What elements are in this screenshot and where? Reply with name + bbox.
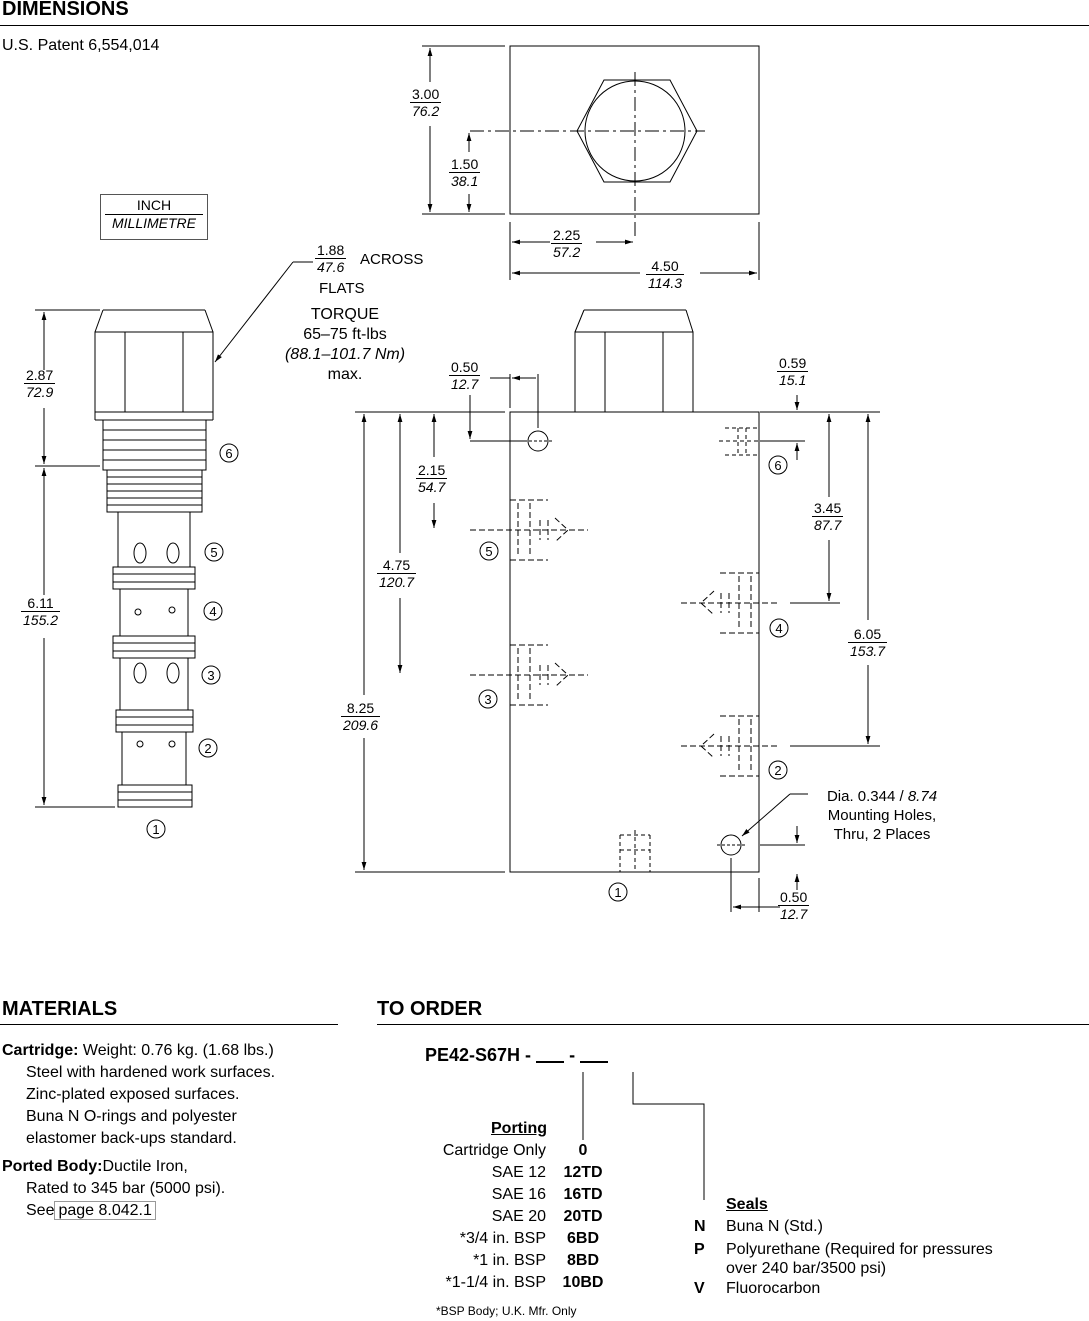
mounting-line3: Thru, 2 Places (833, 826, 931, 843)
body-port-5: 5 (485, 544, 492, 559)
cartridge-port-1: 1 (152, 822, 159, 837)
mounting-dia-mm: 8.74 (907, 788, 938, 805)
header-rule (0, 25, 1089, 26)
cartridge-port-4: 4 (209, 604, 216, 619)
torque-spec: TORQUE 65–75 ft-lbs (88.1–101.7 Nm) max. (265, 305, 425, 385)
mounting-line2: Mounting Holes, (827, 807, 937, 824)
bsp-footnote: *BSP Body; U.K. Mfr. Only (436, 1304, 577, 1318)
torque-title: TORQUE (310, 306, 380, 323)
order-connectors (582, 1072, 705, 1200)
order-rule (377, 1024, 1089, 1025)
body-front-view (355, 309, 880, 912)
cartridge-port-2: 2 (204, 741, 211, 756)
body-top-view (422, 45, 760, 280)
porting-heading: Porting (491, 1120, 547, 1137)
port-labels: 6 5 4 3 2 1 6 5 4 3 2 1 (152, 446, 782, 900)
legend-mm: MILLIMETRE (111, 215, 196, 231)
order-title: TO ORDER (377, 998, 483, 1020)
cartridge-port-6: 6 (225, 446, 232, 461)
materials-text: Cartridge: Weight: 0.76 kg. (1.68 lbs.) … (2, 1040, 342, 1222)
page-reference-link[interactable]: page 8.042.1 (54, 1201, 156, 1220)
body-port-2: 2 (774, 763, 781, 778)
ported-body-label: Ported Body: (2, 1158, 103, 1175)
seals-heading: Seals (726, 1196, 768, 1213)
cartridge-weight: Weight: 0.76 kg. (1.68 lbs.) (78, 1042, 274, 1059)
materials-title: MATERIALS (2, 998, 118, 1020)
materials-rule (0, 1024, 338, 1025)
cartridge-drawing (35, 261, 313, 839)
cartridge-line-5: elastomer back-ups standard. (26, 1130, 237, 1147)
body-port-1: 1 (614, 885, 621, 900)
cartridge-line-2: Steel with hardened work surfaces. (26, 1064, 276, 1081)
dimensions-title: DIMENSIONS (2, 0, 129, 20)
cartridge-line-3: Zinc-plated exposed surfaces. (26, 1086, 240, 1103)
ported-body-material: Ductile Iron, (102, 1158, 188, 1175)
cartridge-port-5: 5 (210, 545, 217, 560)
unit-legend: INCH MILLIMETRE (100, 194, 208, 240)
legend-inch: INCH (105, 197, 203, 215)
see-label: See (26, 1202, 55, 1219)
body-port-6: 6 (774, 458, 781, 473)
seals-blank (580, 1061, 609, 1063)
body-port-3: 3 (484, 692, 491, 707)
ported-body-rating: Rated to 345 bar (5000 psi). (26, 1180, 226, 1197)
porting-blank (536, 1061, 565, 1063)
code-dash: - (564, 1045, 581, 1065)
torque-range: 65–75 ft-lbs (303, 326, 387, 343)
model-code: PE42-S67H - (425, 1045, 537, 1065)
order-code: PE42-S67H - - (425, 1045, 609, 1066)
torque-metric: (88.1–101.7 Nm) (284, 346, 406, 363)
body-port-4: 4 (775, 621, 782, 636)
cartridge-label: Cartridge: (2, 1042, 79, 1059)
cartridge-line-4: Buna N O-rings and polyester (26, 1108, 237, 1125)
hex-across-label: ACROSS (360, 251, 424, 268)
mounting-dia: Dia. 0.344 / (826, 788, 908, 805)
mounting-holes-note: Dia. 0.344 / 8.74 Mounting Holes, Thru, … (812, 787, 952, 844)
cartridge-port-3: 3 (207, 668, 214, 683)
patent-text: U.S. Patent 6,554,014 (2, 37, 160, 54)
technical-drawing: 6 5 4 3 2 1 6 5 4 3 2 1 (35, 45, 880, 912)
torque-suffix: max. (327, 366, 363, 383)
hex-flats-label: FLATS (319, 280, 365, 297)
